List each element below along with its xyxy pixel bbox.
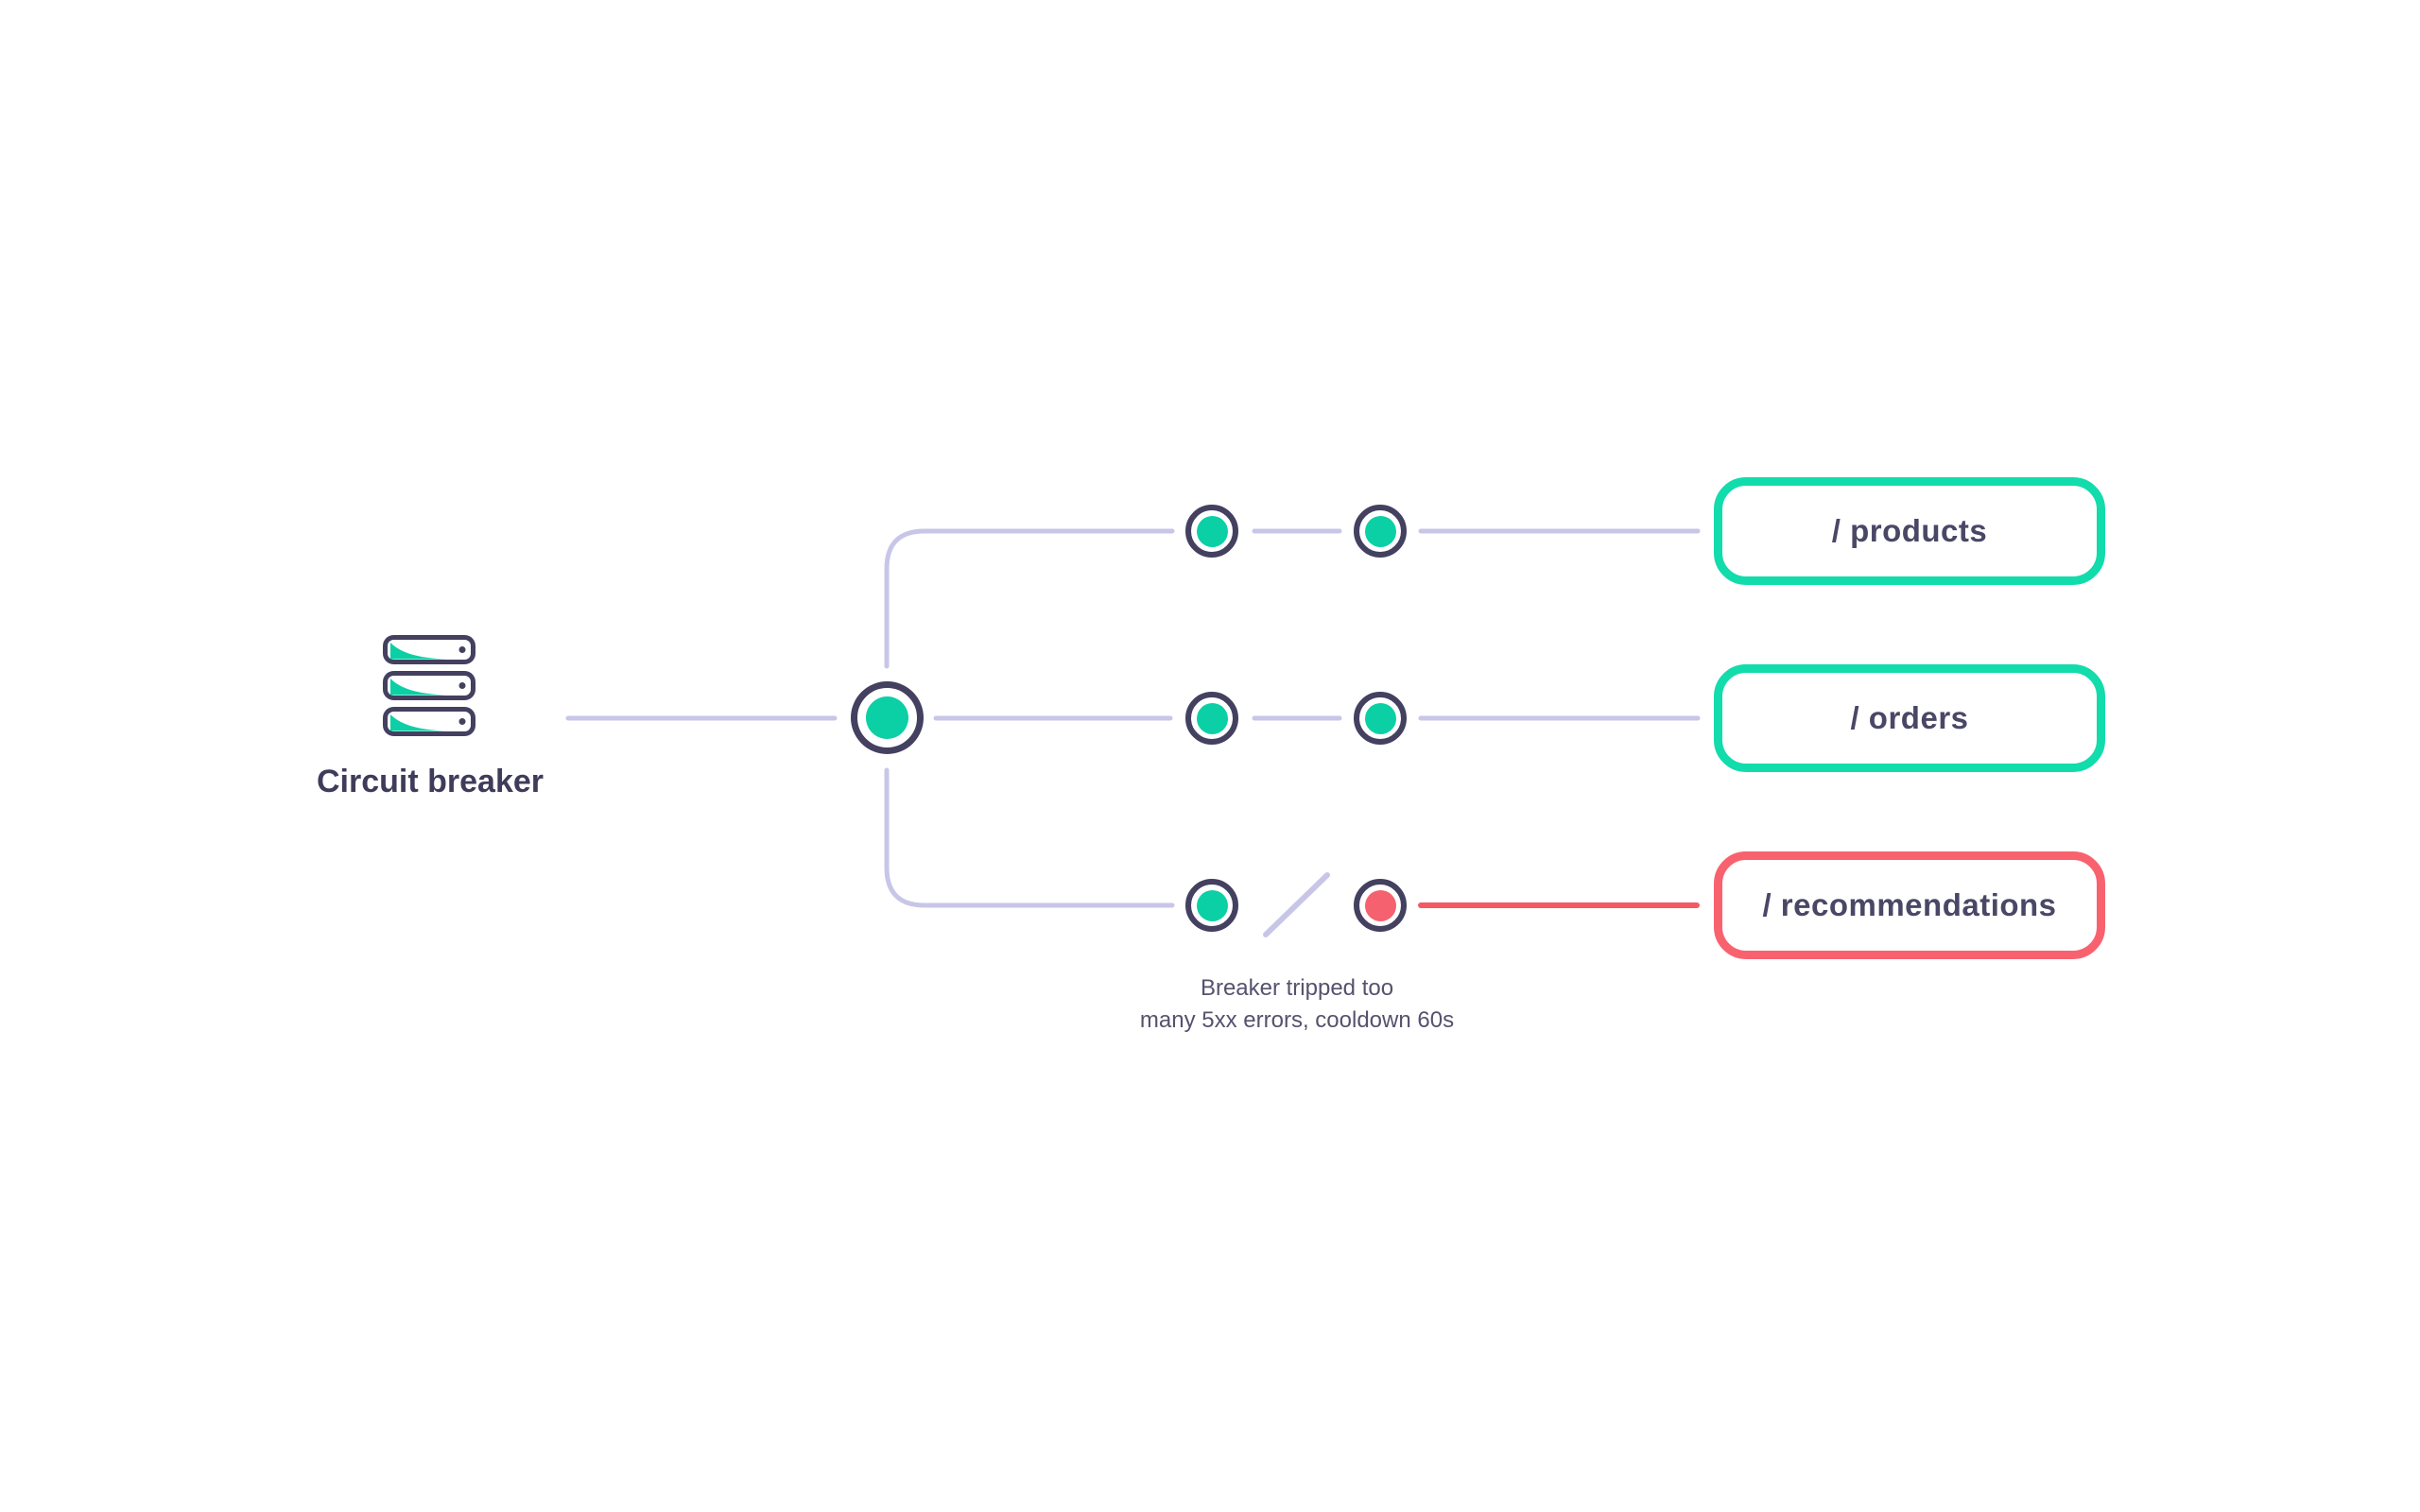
- source-label: Circuit breaker: [317, 764, 544, 799]
- endpoint-pill-recommendations: / recommendations: [1714, 851, 2105, 959]
- orders-node-2-core: [1364, 702, 1396, 734]
- breaker-root-node: [851, 681, 924, 754]
- recommendations-node-1-core: [1196, 889, 1228, 921]
- products-node-2-core: [1364, 515, 1396, 547]
- open-switch-slash-icon: [1263, 872, 1330, 937]
- products-node-1-core: [1196, 515, 1228, 547]
- breaker-root-node-core: [866, 696, 908, 739]
- breaker-tripped-caption-line2: many 5xx errors, cooldown 60s: [1139, 1007, 1455, 1033]
- orders-node-2: [1354, 692, 1407, 745]
- recommendations-node-1: [1185, 879, 1238, 932]
- connector-branch-recommendations: [884, 767, 1175, 908]
- orders-node-1-core: [1196, 702, 1228, 734]
- orders-node-1: [1185, 692, 1238, 745]
- endpoint-label-products: / products: [1831, 513, 1988, 548]
- recommendations-node-2-core: [1364, 889, 1396, 921]
- breaker-tripped-caption: Breaker tripped too many 5xx errors, coo…: [1013, 972, 1581, 1037]
- endpoint-label-recommendations: / recommendations: [1762, 887, 2057, 922]
- products-node-1: [1185, 505, 1238, 558]
- connector-branch-products: [884, 528, 1175, 669]
- server-stack-icon: [383, 635, 475, 736]
- endpoint-pill-orders: / orders: [1714, 664, 2105, 772]
- products-node-2: [1354, 505, 1407, 558]
- breaker-tripped-caption-line1: Breaker tripped too: [1200, 975, 1394, 1001]
- endpoint-label-orders: / orders: [1850, 700, 1969, 735]
- recommendations-node-2-tripped: [1354, 879, 1407, 932]
- endpoint-pill-products: / products: [1714, 477, 2105, 585]
